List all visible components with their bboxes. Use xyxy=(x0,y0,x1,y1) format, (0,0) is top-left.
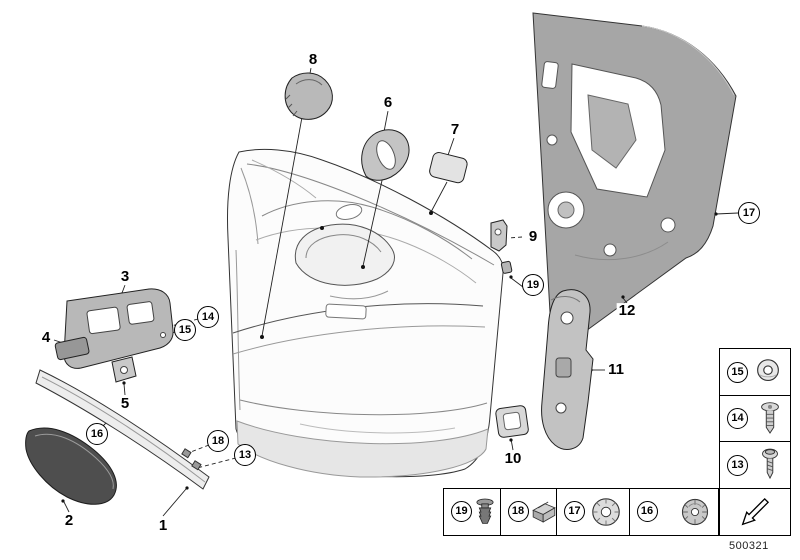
callout-6[interactable]: 6 xyxy=(381,94,395,112)
callout-15[interactable]: 15 xyxy=(174,319,196,341)
lower-cover-art xyxy=(495,405,529,438)
window-guide-bracket-art xyxy=(490,219,508,252)
retaining-washer-icon xyxy=(678,495,712,529)
legend-number-18: 18 xyxy=(507,501,529,522)
legend-item-15[interactable]: 15 xyxy=(719,348,791,396)
legend-number-13: 13 xyxy=(727,454,748,476)
clamp-bracket-art xyxy=(111,356,137,383)
expanding-rivet-icon xyxy=(472,493,498,531)
legend-number-19: 19 xyxy=(451,501,472,522)
legend-item-14[interactable]: 14 xyxy=(719,394,791,443)
legend-number-14: 14 xyxy=(727,408,748,429)
callout-12[interactable]: 12 xyxy=(616,302,638,320)
fastener-legend-column: 15 14 13 xyxy=(719,348,791,536)
legend-item-18[interactable]: 18 xyxy=(499,487,559,536)
callout-10[interactable]: 10 xyxy=(502,450,524,468)
serrated-grommet-icon xyxy=(589,495,623,529)
callout-13[interactable]: 13 xyxy=(234,444,256,466)
washer-icon xyxy=(752,356,784,388)
door-trim-panel-art xyxy=(227,148,504,478)
legend-number-17: 17 xyxy=(564,501,585,522)
direction-arrow-icon xyxy=(736,493,774,531)
door-opener-trim-art xyxy=(361,129,410,181)
callout-18[interactable]: 18 xyxy=(207,430,229,452)
callout-1[interactable]: 1 xyxy=(156,517,170,535)
callout-14[interactable]: 14 xyxy=(197,306,219,328)
mirror-triangle-cover-art xyxy=(284,72,333,120)
legend-item-13[interactable]: 13 xyxy=(719,441,791,489)
callout-9[interactable]: 9 xyxy=(526,228,540,246)
accent-strip-art xyxy=(35,369,210,490)
tapping-screw-icon xyxy=(756,446,784,484)
trim-cover-art xyxy=(54,336,90,361)
legend-item-16[interactable]: 16 xyxy=(628,487,719,536)
legend-item-direction xyxy=(719,487,791,536)
cover-cap-art xyxy=(429,152,468,184)
legend-number-15: 15 xyxy=(727,361,748,383)
callout-17[interactable]: 17 xyxy=(738,202,760,224)
callout-2[interactable]: 2 xyxy=(62,512,76,530)
legend-item-19[interactable]: 19 xyxy=(443,487,501,536)
inner-handle-cutout xyxy=(335,204,363,220)
switch-panel-trim-art xyxy=(63,288,174,369)
callout-11[interactable]: 11 xyxy=(606,361,626,379)
carrier-bracket-art xyxy=(541,289,594,450)
legend-number-16: 16 xyxy=(636,501,658,522)
callout-4[interactable]: 4 xyxy=(39,329,53,347)
fastener-legend-row: 19 18 17 xyxy=(443,487,719,536)
corner-clip-art xyxy=(500,260,513,274)
legend-item-17[interactable]: 17 xyxy=(556,487,630,536)
pan-head-screw-icon xyxy=(756,400,784,438)
drawing-number: 500321 xyxy=(729,540,769,552)
door-carrier-panel-art xyxy=(532,12,737,339)
callout-5[interactable]: 5 xyxy=(118,395,132,413)
callout-3[interactable]: 3 xyxy=(118,268,132,286)
callout-7[interactable]: 7 xyxy=(448,121,462,139)
callout-19[interactable]: 19 xyxy=(522,274,544,296)
lower-trim-strip-art xyxy=(25,427,117,505)
callout-16[interactable]: 16 xyxy=(86,423,108,445)
spring-clip-icon xyxy=(529,498,559,526)
callout-8[interactable]: 8 xyxy=(306,51,320,69)
window-switch-cutout xyxy=(325,303,367,320)
